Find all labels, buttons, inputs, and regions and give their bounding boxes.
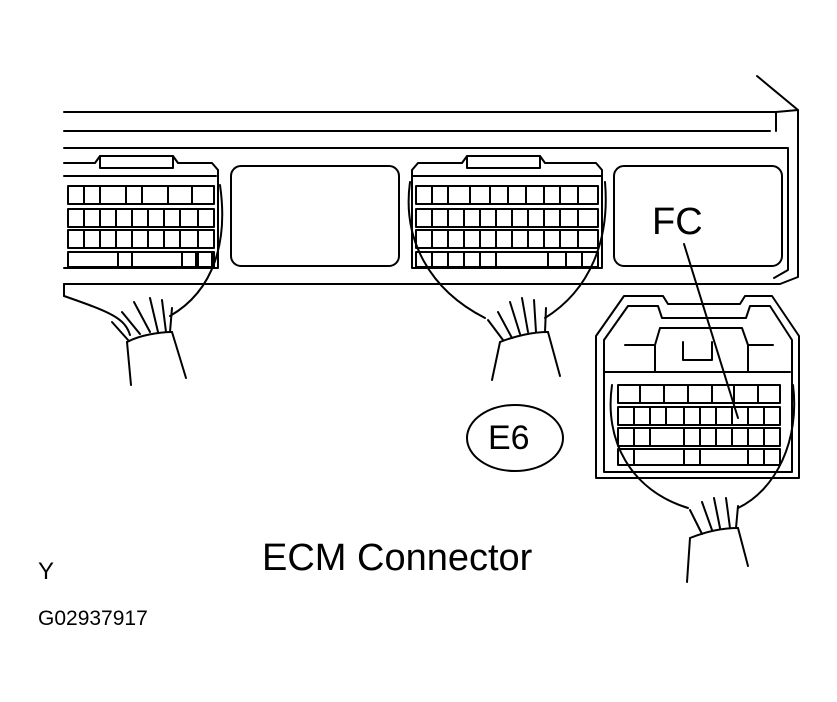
center-terminal-row-4 <box>415 251 599 268</box>
center-connector-block <box>411 155 603 269</box>
left-terminal-row-4 <box>67 251 215 268</box>
e6-label-oval <box>466 404 564 472</box>
left-terminal-row-2 <box>67 208 215 228</box>
figure-id: G02937917 <box>38 607 148 630</box>
center-terminal-row-3 <box>415 229 599 249</box>
ecm-housing <box>63 75 799 297</box>
left-connector-block <box>63 155 219 269</box>
e6-terminal-row-1 <box>617 384 781 404</box>
center-wire-harness <box>407 181 607 381</box>
fc-terminal-label: FC <box>652 201 703 243</box>
figure-caption: ECM Connector <box>262 537 533 579</box>
corner-mark: Y <box>38 558 55 585</box>
left-terminal-row-3 <box>67 229 215 249</box>
ecm-blank-window <box>230 165 400 267</box>
ecm-socket-window <box>613 165 783 267</box>
e6-wire-harness <box>609 384 796 583</box>
e6-connector-plug <box>595 295 800 479</box>
e6-connector-label: E6 <box>488 419 530 457</box>
left-wire-harness <box>63 184 224 386</box>
center-terminal-row-2 <box>415 208 599 228</box>
fc-leader-line <box>683 243 739 419</box>
